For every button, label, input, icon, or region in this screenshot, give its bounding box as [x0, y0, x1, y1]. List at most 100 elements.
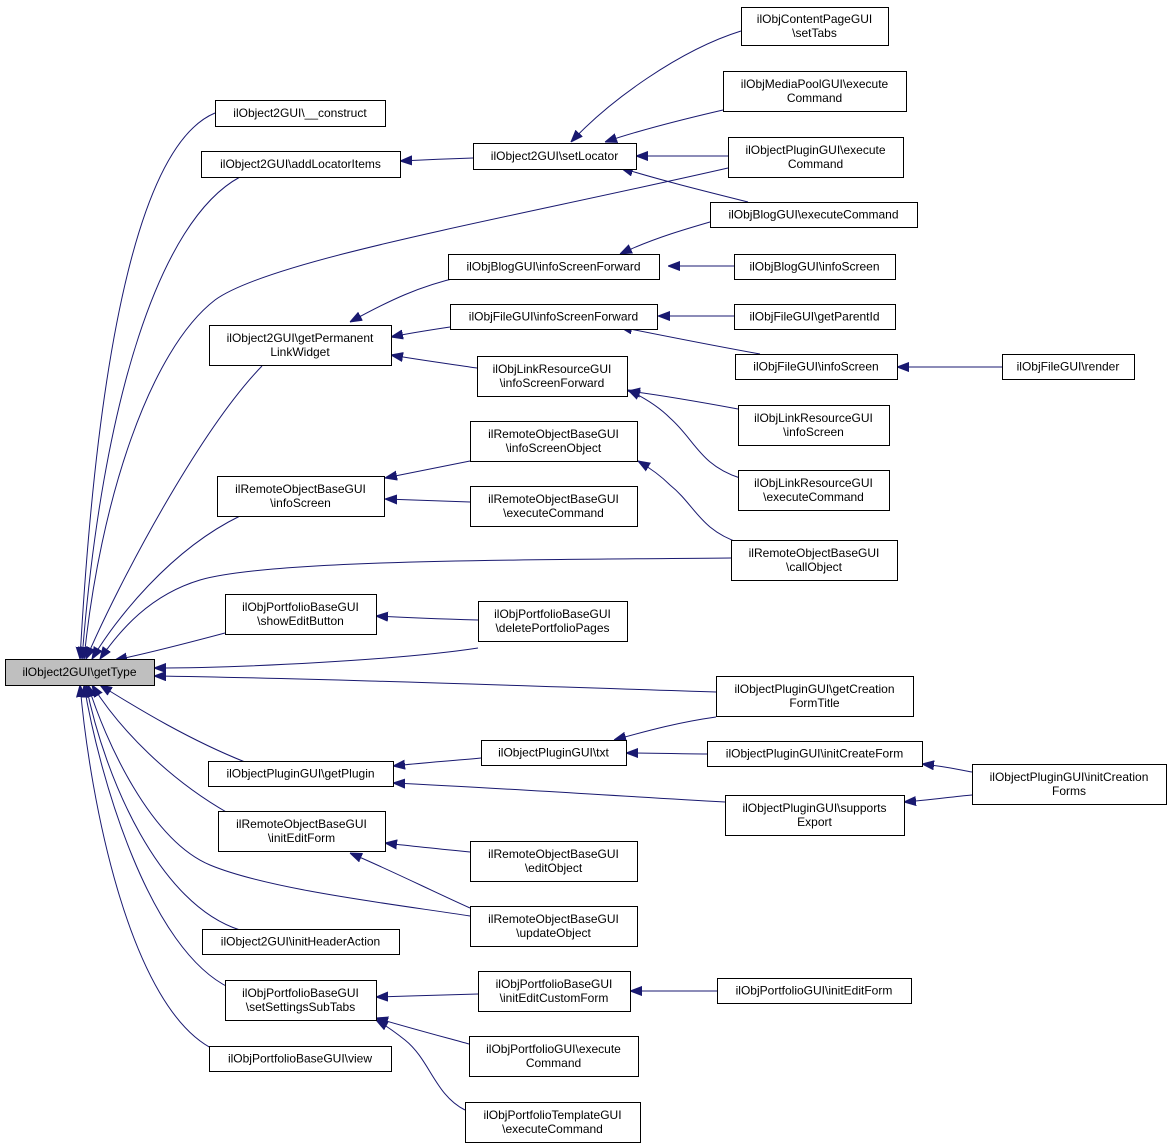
node-remote-info-screen-object[interactable]: ilRemoteObjectBaseGUI\infoScreenObject: [470, 421, 638, 462]
edge-setlocator-to-addlocator: [400, 158, 474, 161]
node-remote-execute-command-label-1: ilRemoteObjectBaseGUI: [488, 492, 619, 506]
node-blog-info-screen-box: [734, 254, 896, 280]
node-blog-info-screen-forward[interactable]: ilObjBlogGUI\infoScreenForward: [448, 254, 660, 280]
node-file-info-screen[interactable]: ilObjFileGUI\infoScreen: [735, 354, 898, 380]
node-portfolio-execute-command[interactable]: ilObjPortfolioGUI\executeCommand: [469, 1036, 639, 1077]
root-node[interactable]: ilObject2GUI\getType: [5, 659, 155, 686]
node-portfolio-show-edit-button-label-1: ilObjPortfolioBaseGUI: [242, 600, 359, 614]
node-link-info-screen[interactable]: ilObjLinkResourceGUI\infoScreen: [738, 405, 890, 446]
edge-porttemplate-to-settingstabs: [376, 1020, 466, 1111]
node-media-pool-execute-command-box: [723, 71, 907, 112]
node-file-get-parent-id-label-1: ilObjFileGUI\getParentId: [749, 310, 879, 324]
edge-settingstabs-to-gettype: [84, 685, 231, 989]
node-blog-execute-command-box: [710, 202, 918, 228]
edge-linkexec-to-linkinfofwd: [628, 390, 741, 479]
node-media-pool-execute-command-label-1: ilObjMediaPoolGUI\execute: [741, 77, 889, 91]
node-portfolio-init-edit-custom-form-label-1: ilObjPortfolioBaseGUI: [496, 977, 613, 991]
node-permanent-link-widget-label-2: LinkWidget: [270, 345, 330, 359]
node-remote-execute-command[interactable]: ilRemoteObjectBaseGUI\executeCommand: [470, 486, 638, 527]
node-remote-call-object-box: [731, 540, 898, 581]
node-remote-info-screen-object-box: [470, 421, 638, 462]
edge-fileinfofwd-to-permlink: [391, 326, 451, 337]
node-portfolio-show-edit-button-box: [225, 594, 377, 635]
node-portfolio-set-settings-sub-tabs-label-2: \setSettingsSubTabs: [246, 1000, 355, 1014]
edge-addlocator-to-gettype: [82, 176, 241, 659]
node-portfolio-set-settings-sub-tabs[interactable]: ilObjPortfolioBaseGUI\setSettingsSubTabs: [225, 980, 377, 1021]
edge-construct-to-gettype: [80, 112, 216, 659]
node-portfolio-show-edit-button[interactable]: ilObjPortfolioBaseGUI\showEditButton: [225, 594, 377, 635]
node-portfolio-view-label-1: ilObjPortfolioBaseGUI\view: [228, 1052, 372, 1066]
node-blog-execute-command[interactable]: ilObjBlogGUI\executeCommand: [710, 202, 918, 228]
node-set-locator[interactable]: ilObject2GUI\setLocator: [473, 143, 637, 170]
edge-deleteport-to-gettype: [154, 647, 479, 668]
node-permanent-link-widget-box: [209, 325, 392, 366]
node-file-get-parent-id-box: [734, 304, 896, 330]
node-file-info-screen-box: [735, 354, 898, 380]
node-media-pool-execute-command[interactable]: ilObjMediaPoolGUI\executeCommand: [723, 71, 907, 112]
node-add-locator-items[interactable]: ilObject2GUI\addLocatorItems: [201, 151, 401, 178]
node-blog-info-screen[interactable]: ilObjBlogGUI\infoScreen: [734, 254, 896, 280]
node-remote-edit-object-label-1: ilRemoteObjectBaseGUI: [488, 847, 619, 861]
node-link-info-screen-label-2: \infoScreen: [783, 425, 844, 439]
node-plugin-creation-form-title-box: [716, 676, 914, 717]
node-plugin-execute-command[interactable]: ilObjectPluginGUI\executeCommand: [728, 137, 904, 178]
node-plugin-init-creation-forms-label-1: ilObjectPluginGUI\initCreation: [990, 770, 1149, 784]
node-portfolio-delete-pages[interactable]: ilObjPortfolioBaseGUI\deletePortfolioPag…: [478, 601, 628, 642]
edge-remoteexec-to-remoteinfo: [385, 499, 471, 502]
edge-mediapool-to-setlocator: [605, 109, 724, 142]
edge-creationtitle-to-gettype: [154, 676, 717, 693]
edge-portview-to-gettype: [80, 685, 216, 1051]
node-add-locator-items-box: [201, 151, 401, 178]
node-file-info-screen-forward-box: [450, 304, 658, 330]
node-remote-execute-command-box: [470, 486, 638, 527]
node-remote-edit-object[interactable]: ilRemoteObjectBaseGUI\editObject: [470, 841, 638, 882]
node-link-execute-command[interactable]: ilObjLinkResourceGUI\executeCommand: [738, 470, 890, 511]
node-construct-label-1: ilObject2GUI\__construct: [233, 106, 367, 120]
node-init-header-action[interactable]: ilObject2GUI\initHeaderAction: [202, 929, 400, 955]
node-link-execute-command-label-1: ilObjLinkResourceGUI: [754, 476, 873, 490]
edge-initcreations-to-initcreate: [922, 764, 973, 773]
node-add-locator-items-label-1: ilObject2GUI\addLocatorItems: [220, 157, 381, 171]
node-plugin-txt-box: [481, 740, 627, 766]
node-remote-info-screen[interactable]: ilRemoteObjectBaseGUI\infoScreen: [217, 476, 385, 517]
node-link-info-screen-label-1: ilObjLinkResourceGUI: [754, 411, 873, 425]
edge-permlink-to-gettype: [86, 365, 263, 659]
edges: [80, 30, 1002, 1111]
node-file-get-parent-id[interactable]: ilObjFileGUI\getParentId: [734, 304, 896, 330]
edge-remotecall-to-remoteinfoobj: [638, 461, 741, 544]
node-portfolio-execute-command-label-2: Command: [526, 1056, 581, 1070]
node-remote-init-edit-form[interactable]: ilRemoteObjectBaseGUI\initEditForm: [218, 811, 386, 852]
edge-pluginexec-to-gettype: [84, 167, 729, 659]
node-plugin-execute-command-box: [728, 137, 904, 178]
node-portfolio-view[interactable]: ilObjPortfolioBaseGUI\view: [209, 1046, 392, 1072]
node-content-page-set-tabs[interactable]: ilObjContentPageGUI\setTabs: [741, 7, 889, 46]
node-construct[interactable]: ilObject2GUI\__construct: [215, 100, 386, 127]
node-portfolio-init-edit-form[interactable]: ilObjPortfolioGUI\initEditForm: [717, 978, 912, 1004]
edge-remoteinitedit-to-gettype: [92, 685, 229, 814]
node-file-info-screen-forward[interactable]: ilObjFileGUI\infoScreenForward: [450, 304, 658, 330]
node-plugin-init-create-form[interactable]: ilObjectPluginGUI\initCreateForm: [707, 741, 923, 767]
node-plugin-get-plugin[interactable]: ilObjectPluginGUI\getPlugin: [208, 761, 394, 787]
node-remote-call-object-label-1: ilRemoteObjectBaseGUI: [749, 546, 880, 560]
node-portfolio-execute-command-label-1: ilObjPortfolioGUI\execute: [486, 1042, 621, 1056]
node-content-page-set-tabs-label-1: ilObjContentPageGUI: [757, 12, 872, 26]
node-plugin-supports-export-label-2: Export: [797, 815, 832, 829]
edge-supports-to-getplugin: [393, 783, 726, 803]
node-plugin-txt[interactable]: ilObjectPluginGUI\txt: [481, 740, 627, 766]
node-remote-update-object[interactable]: ilRemoteObjectBaseGUI\updateObject: [470, 906, 638, 947]
node-plugin-supports-export-box: [725, 795, 905, 836]
node-portfolio-template-execute-command-box: [465, 1102, 641, 1143]
node-link-info-screen-forward[interactable]: ilObjLinkResourceGUI\infoScreenForward: [477, 356, 628, 397]
node-file-render[interactable]: ilObjFileGUI\render: [1002, 354, 1135, 380]
edge-remoteinfoobj-to-remoteinfo: [385, 460, 471, 478]
node-portfolio-template-execute-command[interactable]: ilObjPortfolioTemplateGUI\executeCommand: [465, 1102, 641, 1143]
node-set-locator-box: [473, 143, 637, 170]
node-remote-execute-command-label-2: \executeCommand: [503, 506, 604, 520]
node-remote-call-object[interactable]: ilRemoteObjectBaseGUI\callObject: [731, 540, 898, 581]
node-portfolio-init-edit-custom-form[interactable]: ilObjPortfolioBaseGUI\initEditCustomForm: [478, 971, 631, 1012]
